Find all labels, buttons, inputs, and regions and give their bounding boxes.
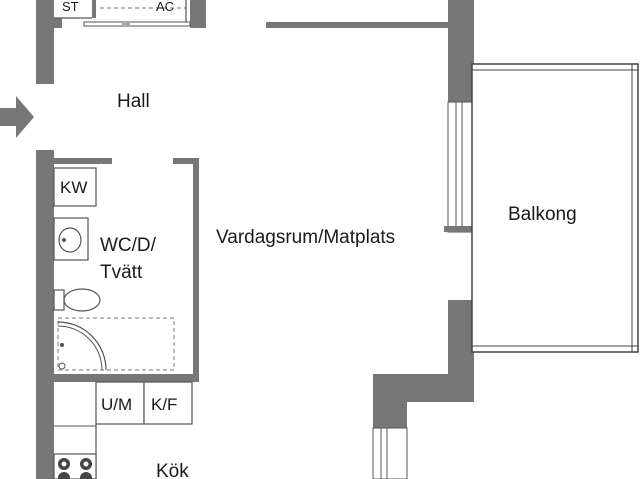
balcony-outline	[471, 63, 639, 353]
wall-bath-top-right	[173, 158, 199, 164]
kf-label: K/F	[151, 395, 177, 414]
um-label: U/M	[101, 395, 132, 414]
kw-cabinet	[53, 167, 97, 207]
wall-top-hall	[54, 18, 62, 28]
kw-label: KW	[60, 178, 87, 197]
room-label-balcony: Balkong	[508, 204, 577, 225]
wall-right-top	[448, 0, 474, 102]
ac-label: AC	[156, 0, 174, 14]
window-right	[444, 101, 475, 233]
room-label-bathroom-line1: WC/D/	[100, 235, 157, 256]
room-label-bathroom-line2: Tvätt	[100, 262, 143, 283]
room-label-kitchen: Kök	[156, 461, 189, 479]
shower-icon	[57, 317, 175, 371]
wall-top-right-of-closet	[190, 0, 206, 28]
room-label-hall: Hall	[117, 91, 150, 112]
entrance-arrow-icon	[0, 96, 34, 138]
room-label-living: Vardagsrum/Matplats	[216, 227, 395, 248]
wall-hall-living	[266, 22, 448, 28]
stove-icon	[53, 453, 97, 479]
wall-right-mid	[448, 300, 474, 374]
wall-bath-right	[193, 158, 199, 380]
appliance-boxes	[95, 381, 193, 425]
closet-area	[54, 0, 191, 27]
storage-label: ST	[62, 0, 79, 14]
wall-closet-divider	[92, 0, 96, 18]
toilet-icon	[53, 288, 101, 312]
wall-bath-bottom	[54, 374, 199, 382]
wall-left-upper	[36, 0, 54, 84]
window-bottom	[372, 427, 408, 479]
wall-left-lower	[36, 150, 54, 479]
sink-icon	[53, 217, 89, 261]
wall-bath-top-left	[54, 158, 112, 164]
